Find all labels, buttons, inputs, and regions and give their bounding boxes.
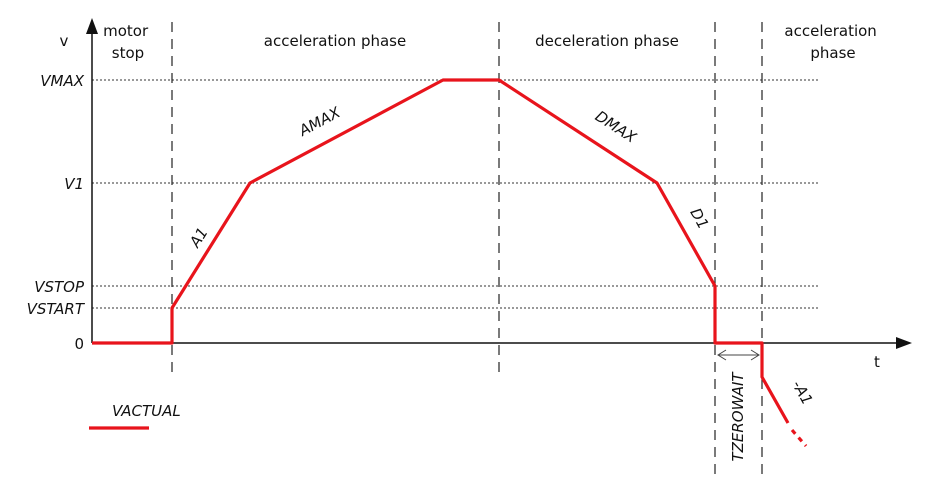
axes bbox=[86, 18, 912, 349]
vactual-curve bbox=[92, 78, 790, 424]
x-axis-arrow bbox=[896, 337, 912, 349]
vmax-label: VMAX bbox=[40, 72, 84, 90]
motor-stop-line-1: motor bbox=[103, 22, 149, 40]
velocity-curve bbox=[92, 78, 808, 448]
d1-label: D1 bbox=[686, 205, 712, 232]
motor-stop-line-2: stop bbox=[112, 44, 144, 62]
tzerowait-right-arrowhead bbox=[750, 349, 760, 361]
acceleration-phase-2-line-1: acceleration bbox=[784, 22, 876, 40]
vstart-label: VSTART bbox=[27, 300, 86, 318]
a1-label: A1 bbox=[185, 224, 211, 251]
neg-a1-label: -A1 bbox=[788, 377, 816, 408]
tzerowait-left-arrowhead bbox=[717, 349, 727, 361]
vactual-continuation-dotted bbox=[790, 428, 808, 448]
acceleration-phase-2-line-2: phase bbox=[810, 44, 855, 62]
legend: VACTUAL bbox=[89, 402, 181, 430]
motor-stop-label: motor stop bbox=[103, 22, 153, 62]
phase-separators bbox=[171, 22, 763, 475]
reference-lines bbox=[92, 79, 820, 309]
vstop-label: VSTOP bbox=[34, 278, 85, 296]
x-axis-label: t bbox=[874, 353, 880, 371]
acceleration-phase-label: acceleration phase bbox=[264, 32, 406, 50]
dmax-label: DMAX bbox=[592, 107, 640, 147]
amax-label: AMAX bbox=[295, 103, 344, 140]
acceleration-phase-2-label: acceleration phase bbox=[784, 22, 881, 62]
zero-label: 0 bbox=[74, 335, 84, 353]
tzerowait-label: TZEROWAIT bbox=[729, 371, 747, 462]
y-axis-label: v bbox=[60, 32, 69, 50]
deceleration-phase-label: deceleration phase bbox=[535, 32, 679, 50]
y-axis-arrow bbox=[86, 18, 98, 34]
v1-label: V1 bbox=[64, 175, 84, 193]
tzerowait-indicator: TZEROWAIT bbox=[717, 349, 760, 462]
legend-vactual-label: VACTUAL bbox=[112, 402, 181, 420]
